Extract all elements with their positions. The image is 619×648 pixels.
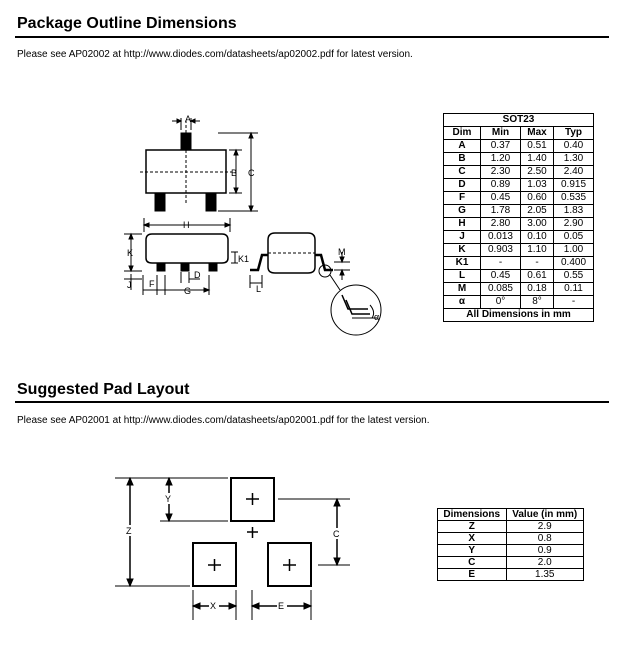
label-B: B bbox=[231, 168, 237, 178]
outline-rule bbox=[15, 36, 609, 38]
table-header-row: Dim Min Max Typ bbox=[443, 126, 594, 140]
pad-label-C: C bbox=[333, 529, 340, 539]
label-L: L bbox=[256, 284, 261, 294]
pad-bottom-left bbox=[192, 542, 237, 587]
pad-rule bbox=[15, 401, 609, 403]
pad-dim-name: X bbox=[437, 532, 507, 545]
pad-top bbox=[230, 477, 275, 522]
dim-value: 1.10 bbox=[519, 243, 555, 257]
pad-dim-name: Y bbox=[437, 544, 507, 557]
pad-label-Y: Y bbox=[165, 494, 171, 504]
outline-note: Please see AP02002 at http://www.diodes.… bbox=[17, 49, 413, 60]
label-C: C bbox=[248, 168, 255, 178]
bottom-lead-right bbox=[205, 192, 217, 212]
pad-note: Please see AP02001 at http://www.diodes.… bbox=[17, 415, 430, 426]
pad-dim-value: 0.9 bbox=[505, 544, 585, 557]
pad-header-value: Value (in mm) bbox=[505, 508, 585, 521]
label-M: M bbox=[338, 247, 346, 257]
label-G: G bbox=[184, 286, 191, 296]
label-K: K bbox=[127, 248, 133, 258]
table-footer: All Dimensions in mm bbox=[443, 308, 594, 322]
pad-table-header-row: Dimensions Value (in mm) bbox=[437, 508, 585, 521]
label-F: F bbox=[149, 279, 155, 289]
pad-label-X: X bbox=[210, 601, 216, 611]
label-A: A bbox=[185, 114, 191, 124]
pad-dim-name: E bbox=[437, 568, 507, 581]
label-J: J bbox=[127, 280, 132, 290]
label-D: D bbox=[194, 270, 201, 280]
pad-dim-value: 1.35 bbox=[505, 568, 585, 581]
dim-value: 0.18 bbox=[519, 282, 555, 296]
label-alpha: α bbox=[374, 312, 379, 322]
pad-dim-name: Z bbox=[437, 520, 507, 533]
pad-dim-value: 0.8 bbox=[505, 532, 585, 545]
pad-dim-value: 2.0 bbox=[505, 556, 585, 569]
pad-bottom-right bbox=[267, 542, 312, 587]
label-K1: K1 bbox=[238, 254, 249, 264]
pad-dim-value: 2.9 bbox=[505, 520, 585, 533]
pad-title: Suggested Pad Layout bbox=[17, 381, 190, 398]
side-view-body bbox=[145, 233, 229, 264]
label-H: H bbox=[183, 220, 190, 230]
dim-value: 0.11 bbox=[553, 282, 594, 296]
profile-body bbox=[267, 232, 316, 274]
pad-label-Z: Z bbox=[126, 526, 132, 536]
dim-value: 2.50 bbox=[519, 165, 555, 179]
pad-dim-name: C bbox=[437, 556, 507, 569]
outline-title: Package Outline Dimensions bbox=[17, 15, 237, 32]
bottom-lead-left bbox=[154, 192, 166, 212]
pad-label-E: E bbox=[278, 601, 284, 611]
pad-header-dimensions: Dimensions bbox=[437, 508, 507, 521]
